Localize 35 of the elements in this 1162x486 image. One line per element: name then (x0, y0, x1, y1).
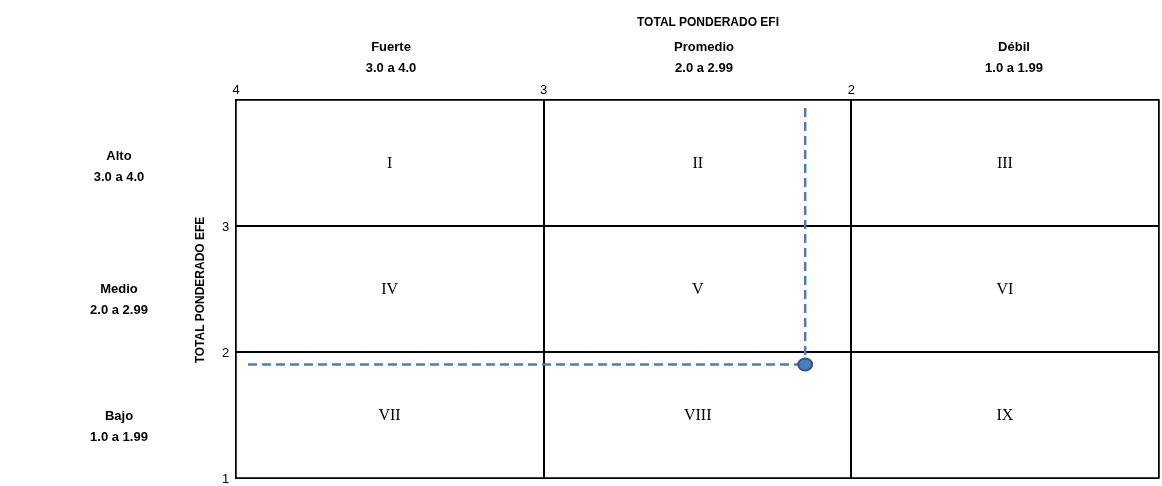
quadrant-numeral: III (996, 153, 1013, 172)
axis-tick-label: 1 (222, 470, 230, 486)
range-label: 1.0 a 1.99 (90, 429, 148, 444)
quadrant-numeral: I (386, 153, 393, 172)
axis-title: TOTAL PONDERADO EFI (637, 15, 779, 29)
range-label: 2.0 a 2.99 (675, 60, 733, 75)
column-heading: Promedio (674, 39, 734, 54)
quadrant-numeral: IX (996, 405, 1014, 424)
quadrant-numeral: II (692, 153, 704, 172)
row-heading: Medio (100, 281, 138, 296)
matrix-cell (542, 225, 852, 353)
axis-tick-label: 2 (222, 344, 230, 360)
row-heading: Alto (106, 148, 132, 163)
matrix-cell (850, 351, 1160, 479)
quadrant-numeral: VI (996, 279, 1014, 298)
axis-title: TOTAL PONDERADO EFE (193, 216, 207, 364)
row-heading: Bajo (104, 408, 134, 423)
axis-tick-label: 4 (232, 82, 240, 97)
matrix-cell (235, 225, 545, 353)
quadrant-numeral: V (691, 279, 704, 298)
range-label: 2.0 a 2.99 (90, 302, 148, 317)
range-label: 1.0 a 1.99 (985, 60, 1043, 75)
quadrant-numeral: VII (378, 405, 401, 424)
range-label: 3.0 a 4.0 (365, 60, 417, 75)
column-heading: Débil (998, 39, 1030, 54)
column-heading: Fuerte (371, 39, 411, 54)
matrix-cell (850, 99, 1160, 227)
quadrant-numeral: IV (381, 279, 398, 298)
range-label: 3.0 a 4.0 (93, 169, 145, 184)
axis-tick-label: 3 (540, 82, 548, 97)
axis-tick-label: 3 (222, 218, 230, 234)
matrix-cell (542, 99, 852, 227)
matrix-cell (850, 225, 1160, 353)
axis-tick-label: 2 (847, 82, 855, 97)
quadrant-numeral: VIII (683, 405, 712, 424)
